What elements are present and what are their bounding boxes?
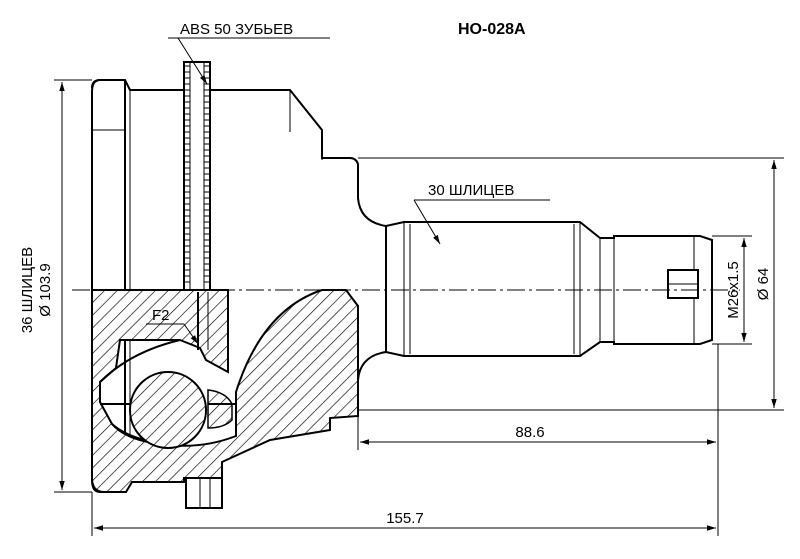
dimension-housing-diameter: 36 ШЛИЦЕВ Ø 103.9 bbox=[19, 79, 92, 493]
dimension-overall-length: 155.7 bbox=[91, 450, 719, 536]
seal-diameter-label: Ø 64 bbox=[755, 268, 772, 301]
overall-length-label: 155.7 bbox=[386, 510, 424, 527]
thread-label: M26x1.5 bbox=[725, 261, 742, 319]
detail-f2-label: F2 bbox=[152, 307, 170, 324]
callout-f2: F2 bbox=[146, 307, 199, 345]
callout-outer-splines: 30 ШЛИЦЕВ bbox=[413, 182, 550, 245]
dimension-stub-length: 88.6 bbox=[357, 344, 719, 450]
outer-splines-label: 30 ШЛИЦЕВ bbox=[428, 182, 514, 199]
callout-abs: ABS 50 ЗУБЬЕВ bbox=[168, 21, 330, 85]
section-view bbox=[91, 289, 359, 509]
part-number: HO-028A bbox=[458, 21, 526, 38]
stub-shaft bbox=[357, 221, 713, 416]
inner-splines-label: 36 ШЛИЦЕВ bbox=[19, 247, 36, 333]
stub-length-label: 88.6 bbox=[515, 424, 544, 441]
dimension-seal-diameter: Ø 64 bbox=[358, 157, 784, 411]
housing-diameter-label: Ø 103.9 bbox=[37, 263, 54, 316]
abs-teeth-label: ABS 50 ЗУБЬЕВ bbox=[180, 21, 293, 38]
dimension-thread: M26x1.5 bbox=[712, 235, 752, 345]
abs-ring bbox=[183, 61, 211, 291]
